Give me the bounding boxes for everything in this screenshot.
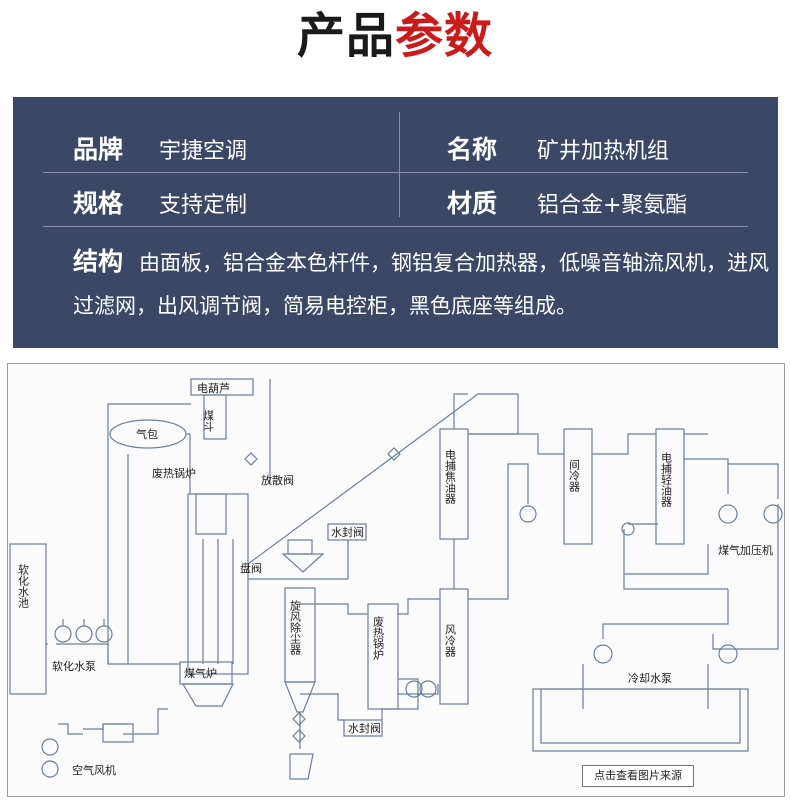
label-gas-compressor: 煤气加压机 — [718, 543, 773, 557]
label-cooling-water-pump: 冷却水泵 — [628, 672, 672, 685]
label-soft-water-tank: 软化水池 — [17, 563, 30, 608]
label-light-oil-catcher: 电捕轻油器 — [660, 452, 673, 508]
title-part-red: 参数 — [395, 8, 494, 64]
page-title: 产品参数 — [0, 4, 790, 68]
label-waste-heat-boiler-2: 废热锅炉 — [372, 615, 385, 661]
light-oil-catcher — [655, 428, 685, 545]
spec-label: 规格 — [73, 189, 124, 218]
diagram-canvas: 电葫芦 煤斗 气包 废热锅炉 放散阀 水封阀 盘阀 软化水池 软化水泵 煤气炉 … — [9, 378, 783, 780]
label-waste-heat-boiler: 废热锅炉 — [152, 466, 196, 480]
material-label: 材质 — [447, 189, 498, 218]
label-air-cooler: 风冷器 — [444, 624, 457, 658]
spec-value: 支持定制 — [159, 193, 248, 218]
row-divider-1 — [43, 172, 748, 173]
label-water-seal-2: 水封阀 — [348, 721, 381, 735]
material-value: 铝合金+聚氨酯 — [537, 193, 688, 218]
furnace-top — [195, 493, 227, 535]
structure-block: 结构由面板，铝合金本色杆件，钢铝复合加热器，低噪音轴流风机，进风过滤网，出风调节… — [73, 240, 773, 328]
indirect-cooler — [563, 428, 593, 545]
structure-value: 由面板，铝合金本色杆件，钢铝复合加热器，低噪音轴流风机，进风过滤网，出风调节阀，… — [73, 251, 770, 318]
label-cyclone: 旋风除尘器 — [289, 599, 302, 656]
image-source-link[interactable]: 点击查看图片来源 — [582, 765, 694, 787]
coal-hopper-box — [203, 394, 227, 440]
label-steam-drum: 气包 — [136, 427, 158, 441]
row-divider-2 — [43, 226, 748, 227]
label-water-seal-1: 水封阀 — [331, 525, 364, 539]
label-coal-hopper: 煤斗 — [202, 410, 215, 432]
label-tar-catcher: 电捕焦油器 — [444, 449, 457, 505]
label-indirect-cooler: 间冷器 — [568, 459, 581, 493]
process-flow-diagram: 电葫芦 煤斗 气包 废热锅炉 放散阀 水封阀 盘阀 软化水池 软化水泵 煤气炉 … — [7, 363, 785, 797]
brand-value: 宇捷空调 — [159, 139, 248, 164]
name-value: 矿井加热机组 — [537, 139, 670, 164]
column-divider — [399, 112, 400, 217]
label-soft-water-pump: 软化水泵 — [52, 659, 96, 673]
soft-water-tank — [9, 543, 47, 695]
label-gas-furnace: 煤气炉 — [184, 666, 217, 680]
spec-panel: 品牌 宇捷空调 名称 矿井加热机组 规格 支持定制 材质 铝合金+聚氨酯 结构由… — [13, 97, 778, 348]
label-disc-valve: 盘阀 — [240, 561, 262, 575]
water-seal-2 — [343, 719, 383, 737]
relief-valve — [244, 452, 258, 466]
label-air-blower: 空气风机 — [72, 763, 116, 777]
water-seal-1 — [327, 523, 367, 541]
name-label: 名称 — [447, 135, 498, 164]
valve — [387, 447, 401, 461]
label-relief-valve: 放散阀 — [261, 473, 294, 487]
cooling-water-pool — [532, 688, 749, 752]
brand-label: 品牌 — [73, 135, 124, 164]
valve — [292, 712, 306, 726]
label-electric-hoist: 电葫芦 — [197, 382, 230, 395]
structure-label: 结构 — [73, 247, 124, 276]
air-blower-frame — [102, 723, 134, 743]
title-part-dark: 产品 — [296, 8, 395, 64]
valve — [292, 729, 306, 743]
